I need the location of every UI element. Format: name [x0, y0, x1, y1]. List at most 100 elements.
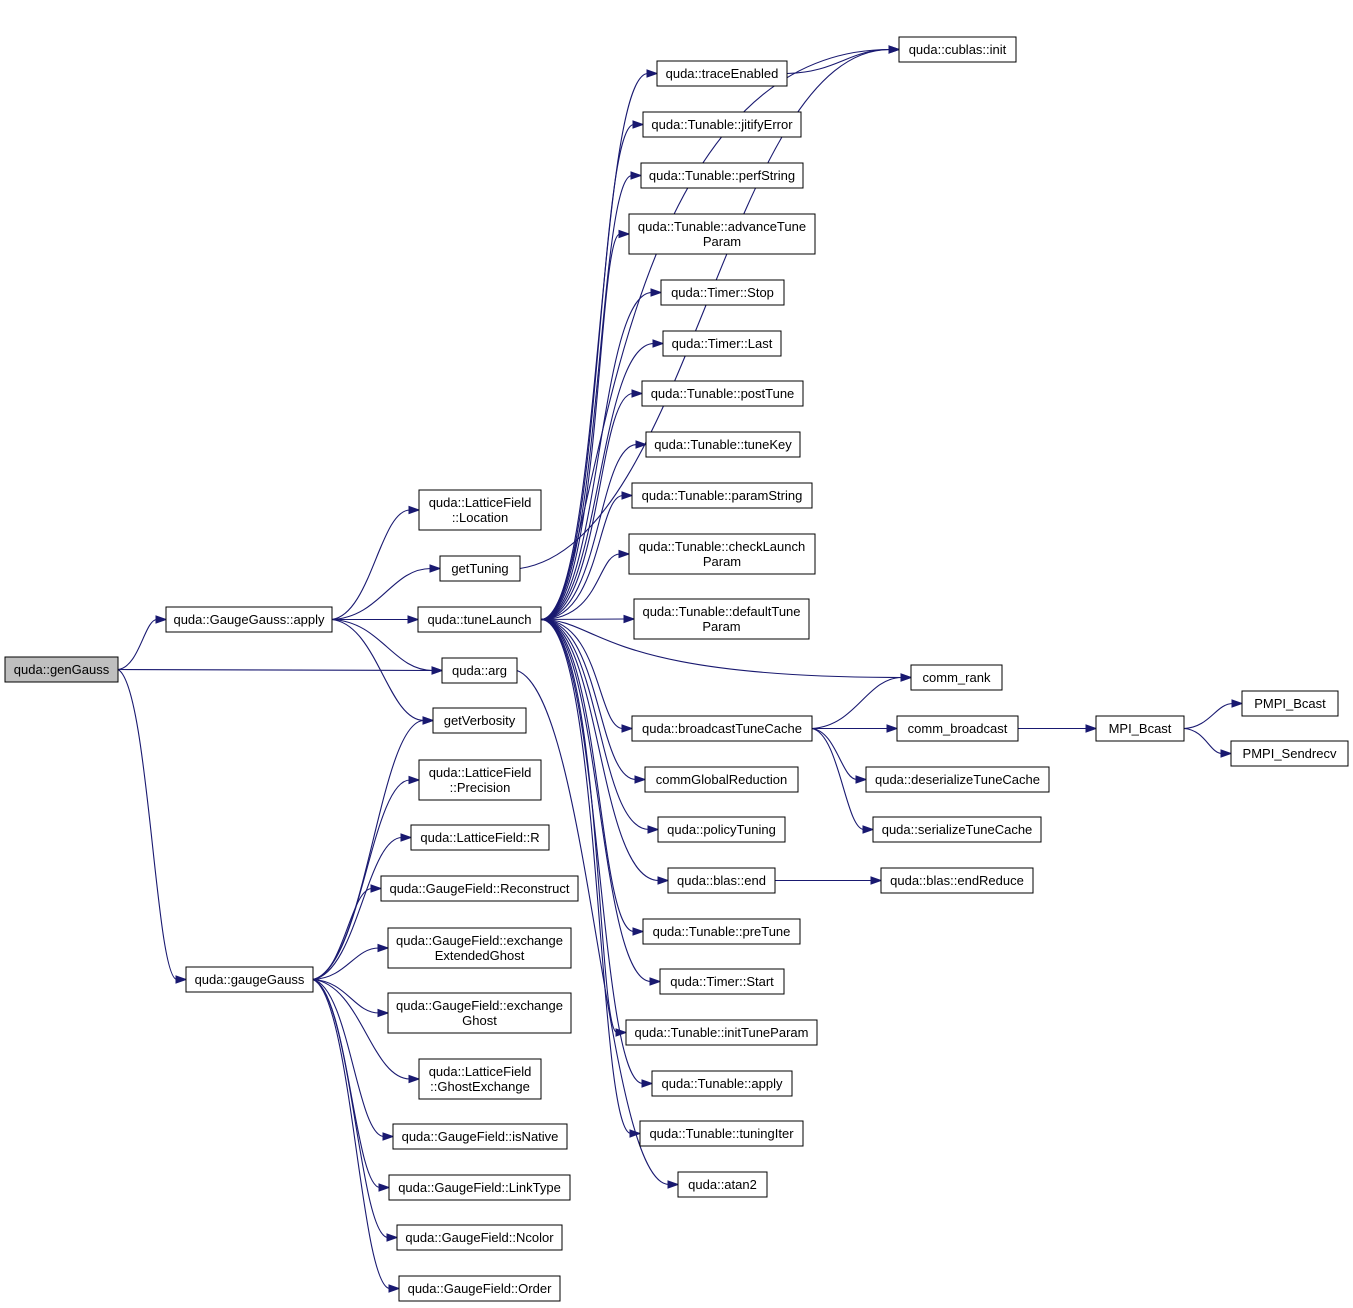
- edge-tune-launch-to-pre-tune: [540, 618, 635, 933]
- node-gauge-field-link-type[interactable]: quda::GaugeField::LinkType: [388, 1174, 571, 1201]
- node-param-string[interactable]: quda::Tunable::paramString: [631, 482, 813, 509]
- node-box: [872, 816, 1042, 843]
- node-label: PMPI_Bcast: [1254, 696, 1326, 711]
- node-trace-enabled[interactable]: quda::traceEnabled: [656, 60, 788, 87]
- node-gauge-field-reconstruct[interactable]: quda::GaugeField::Reconstruct: [380, 875, 579, 902]
- node-gauge-field-order[interactable]: quda::GaugeField::Order: [398, 1275, 561, 1302]
- arrowhead-pmpisendrecv: [1220, 749, 1233, 758]
- arrowhead-lattice-field-r: [400, 833, 413, 842]
- node-broadcast-tune-cache[interactable]: quda::broadcastTuneCache: [631, 715, 813, 742]
- arrowhead-check-launch-param: [618, 549, 631, 559]
- node-blas-end[interactable]: quda::blas::end: [667, 867, 776, 894]
- node-box: [1241, 690, 1339, 717]
- edge-gauge-gauss-to-gauge-field-exchange-extended-ghost: [312, 947, 380, 981]
- node-label: quda::broadcastTuneCache: [642, 721, 802, 736]
- node-gen-gauss[interactable]: quda::genGauss: [4, 656, 119, 683]
- node-blas-end-reduce[interactable]: quda::blas::endReduce: [880, 867, 1034, 894]
- node-deserialize-tune-cache[interactable]: quda::deserializeTuneCache: [865, 766, 1050, 793]
- node-label: comm_broadcast: [908, 721, 1008, 736]
- node-arg[interactable]: quda::arg: [441, 657, 518, 684]
- arrowhead-timer-start: [649, 977, 662, 986]
- node-lattice-field-location[interactable]: quda::LatticeField::Location: [418, 489, 542, 531]
- arrowhead-tune-launch: [407, 615, 420, 624]
- arrowhead-gauge-gauss-apply: [155, 615, 168, 624]
- edge-tune-launch-to-tuning-iter: [540, 618, 632, 1135]
- node-box: [651, 1070, 793, 1097]
- node-label: quda::genGauss: [14, 662, 110, 677]
- node-label: quda::GaugeField::Ncolor: [405, 1230, 554, 1245]
- node-timer-start[interactable]: quda::Timer::Start: [659, 968, 785, 995]
- node-gauge-field-is-native[interactable]: quda::GaugeField::isNative: [392, 1123, 568, 1150]
- node-comm-broadcast[interactable]: comm_broadcast: [896, 715, 1019, 742]
- node-pmpibcast[interactable]: PMPI_Bcast: [1241, 690, 1339, 717]
- node-mpibcast[interactable]: MPI_Bcast: [1095, 715, 1185, 742]
- node-tune-launch[interactable]: quda::tuneLaunch: [417, 606, 542, 633]
- node-label: quda::serializeTuneCache: [882, 822, 1033, 837]
- node-cublas-init[interactable]: quda::cublas::init: [898, 36, 1017, 63]
- node-label: Param: [702, 619, 740, 634]
- node-comm-rank[interactable]: comm_rank: [910, 664, 1003, 691]
- node-label: quda::Tunable::tuneKey: [654, 437, 792, 452]
- node-box: [641, 380, 804, 407]
- node-label: quda::LatticeField: [429, 1064, 532, 1079]
- node-comm-global-reduction[interactable]: commGlobalReduction: [644, 766, 799, 793]
- edge-tune-launch-to-comm-global-reduction: [540, 618, 637, 781]
- edge-gen-gauss-to-gauge-gauss: [117, 669, 178, 981]
- node-lattice-field-ghost-exchange[interactable]: quda::LatticeField::GhostExchange: [418, 1058, 542, 1100]
- node-tuning-iter[interactable]: quda::Tunable::tuningIter: [639, 1120, 804, 1147]
- node-get-tuning[interactable]: getTuning: [439, 555, 521, 582]
- node-box: [387, 927, 572, 969]
- node-box: [418, 759, 542, 801]
- node-atan2[interactable]: quda::atan2: [677, 1171, 768, 1198]
- arrowhead-timer-stop: [650, 288, 663, 297]
- node-label: commGlobalReduction: [656, 772, 788, 787]
- node-tunable-apply[interactable]: quda::Tunable::apply: [651, 1070, 793, 1097]
- node-lattice-field-precision[interactable]: quda::LatticeField::Precision: [418, 759, 542, 801]
- node-gauge-gauss-apply[interactable]: quda::GaugeGauss::apply: [165, 606, 333, 633]
- node-init-tune-param[interactable]: quda::Tunable::initTuneParam: [625, 1019, 818, 1046]
- node-box: [659, 968, 785, 995]
- arrowhead-mpibcast: [1085, 724, 1098, 733]
- node-label: Param: [703, 554, 741, 569]
- node-label: quda::GaugeField::Reconstruct: [390, 881, 570, 896]
- node-jitify-error[interactable]: quda::Tunable::jitifyError: [642, 111, 802, 138]
- node-timer-last[interactable]: quda::Timer::Last: [662, 330, 782, 357]
- edge-tune-launch-to-post-tune: [540, 392, 634, 621]
- node-box: [880, 867, 1034, 894]
- arrowhead-blas-end: [657, 876, 670, 885]
- node-timer-stop[interactable]: quda::Timer::Stop: [660, 279, 785, 306]
- node-box: [631, 715, 813, 742]
- node-box: [439, 555, 521, 582]
- node-post-tune[interactable]: quda::Tunable::postTune: [641, 380, 804, 407]
- node-label: quda::GaugeField::exchange: [396, 998, 563, 1013]
- node-box: [410, 824, 550, 851]
- node-label: getVerbosity: [444, 713, 516, 728]
- node-pmpisendrecv[interactable]: PMPI_Sendrecv: [1230, 740, 1349, 767]
- node-policy-tuning[interactable]: quda::policyTuning: [657, 816, 786, 843]
- node-gauge-field-ncolor[interactable]: quda::GaugeField::Ncolor: [396, 1224, 563, 1251]
- arrowhead-serialize-tune-cache: [862, 825, 875, 834]
- edge-tune-launch-to-blas-end: [540, 618, 660, 882]
- arrowhead-gauge-field-order: [388, 1284, 401, 1293]
- node-box: [625, 1019, 818, 1046]
- node-box: [185, 966, 314, 993]
- edge-broadcast-tune-cache-to-deserialize-tune-cache: [811, 727, 858, 781]
- arrowhead-gauge-field-link-type: [378, 1183, 391, 1192]
- node-serialize-tune-cache[interactable]: quda::serializeTuneCache: [872, 816, 1042, 843]
- node-tune-key[interactable]: quda::Tunable::tuneKey: [645, 431, 801, 458]
- node-lattice-field-r[interactable]: quda::LatticeField::R: [410, 824, 550, 851]
- node-pre-tune[interactable]: quda::Tunable::preTune: [642, 918, 801, 945]
- node-box: [4, 656, 119, 683]
- node-gauge-gauss[interactable]: quda::gaugeGauss: [185, 966, 314, 993]
- node-perf-string[interactable]: quda::Tunable::perfString: [640, 162, 804, 189]
- arrowhead-policy-tuning: [647, 825, 660, 834]
- node-label: MPI_Bcast: [1109, 721, 1172, 736]
- edge-tune-launch-to-timer-start: [540, 618, 652, 983]
- arrowhead-gauge-gauss: [175, 975, 188, 984]
- node-get-verbosity[interactable]: getVerbosity: [432, 707, 527, 734]
